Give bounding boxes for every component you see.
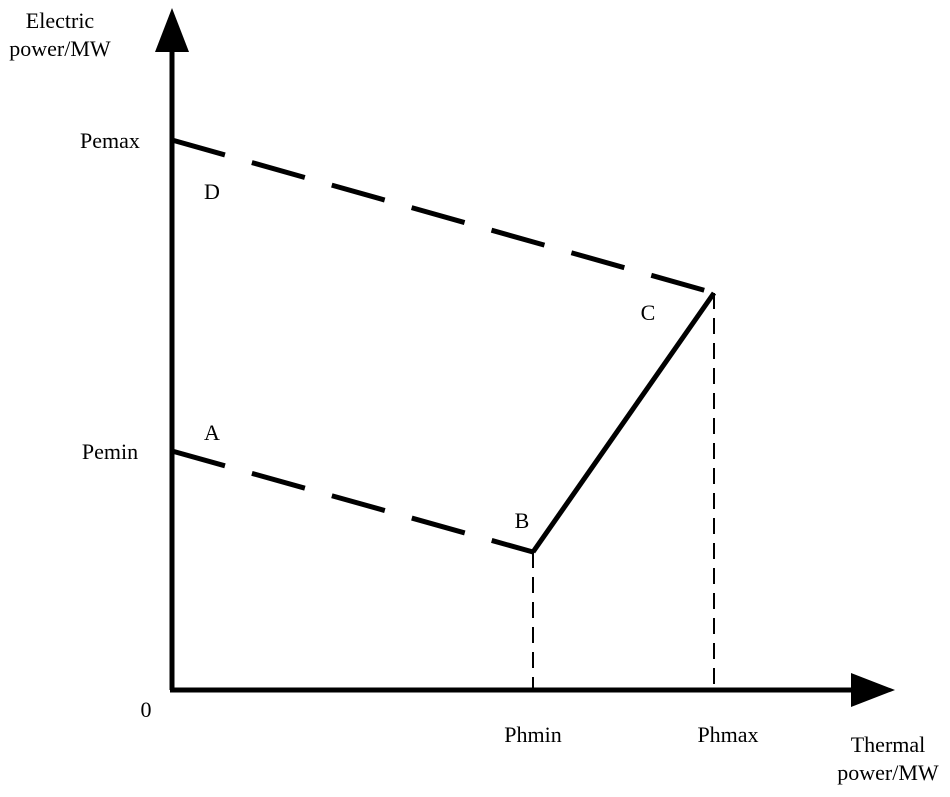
x-tick-phmax: Phmax — [697, 722, 758, 747]
y-axis-arrow — [155, 8, 189, 52]
y-axis-label-line2: power/MW — [9, 36, 111, 61]
boundary-ab-dashed — [171, 448, 534, 555]
point-label-d: D — [204, 179, 220, 204]
y-axis-label-line1: Electric — [26, 8, 95, 33]
y-tick-pemax: Pemax — [80, 128, 140, 153]
x-axis-arrow — [851, 673, 895, 707]
x-axis-label-line1: Thermal — [851, 732, 926, 757]
point-label-c: C — [641, 300, 656, 325]
y-tick-pemin: Pemin — [82, 439, 138, 464]
x-tick-phmin: Phmin — [504, 722, 561, 747]
boundary-dc-dashed — [171, 137, 715, 296]
point-label-a: A — [204, 420, 220, 445]
point-label-b: B — [515, 508, 530, 533]
x-axis-label-line2: power/MW — [837, 760, 939, 785]
boundary-bc-solid — [530, 291, 717, 554]
origin-label: 0 — [141, 697, 152, 722]
